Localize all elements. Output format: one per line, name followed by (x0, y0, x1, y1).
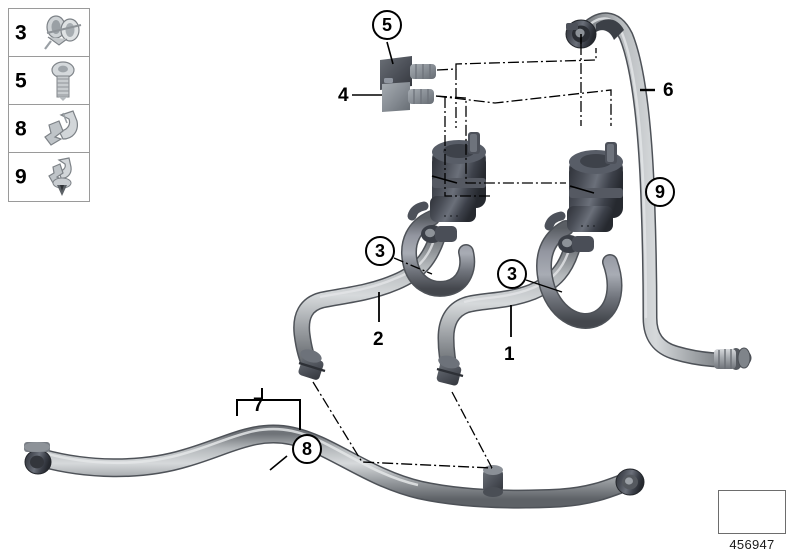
legend-item-5[interactable]: 5 (9, 57, 89, 105)
callout-9[interactable]: 9 (645, 177, 675, 207)
hose-end-fitting-6 (714, 347, 751, 370)
legend-number-9: 9 (15, 165, 27, 189)
bracket-upper-5 (380, 56, 436, 90)
callout-3-right[interactable]: 3 (497, 259, 527, 289)
callout-8[interactable]: 8 (292, 434, 322, 464)
valve-loop-hose-right (536, 220, 623, 329)
callout-7[interactable]: 7 (253, 395, 264, 416)
callout-2[interactable]: 2 (373, 329, 384, 350)
bracket-7-span (236, 388, 301, 430)
hose-assembly-7 (24, 424, 645, 509)
leader-line-3-left (393, 257, 433, 275)
hose-mid-connector (483, 465, 503, 497)
hose-clamp-icon (44, 14, 82, 50)
callout-4[interactable]: 4 (338, 85, 349, 106)
pump-nipple-left (421, 225, 457, 243)
leader-line-3-right (525, 279, 563, 293)
hose-clamp-right (436, 355, 464, 386)
leader-line-8 (269, 455, 288, 471)
diagram-id-number: 456947 (729, 537, 775, 552)
legend-number-5: 5 (15, 69, 27, 92)
legend-item-3[interactable]: 3 (9, 9, 89, 57)
diagram-arrow-box (718, 490, 786, 534)
auxiliary-water-pump-right (544, 142, 623, 253)
callout-1[interactable]: 1 (504, 344, 515, 365)
pump-nipple-right (558, 235, 594, 253)
clip-with-push-pin-icon (48, 157, 72, 196)
hose-retaining-clip-icon (44, 109, 78, 146)
pan-head-screw-icon (51, 60, 75, 101)
legend-number-8: 8 (15, 117, 27, 140)
legend-item-9[interactable]: 9 (9, 153, 89, 201)
callout-3-left[interactable]: 3 (365, 236, 395, 266)
legend-item-8[interactable]: 8 (9, 105, 89, 153)
parts-legend: 3 5 8 (8, 8, 90, 202)
callout-6[interactable]: 6 (663, 80, 674, 101)
callout-5[interactable]: 5 (372, 10, 402, 40)
hose-clamp-left (298, 349, 326, 380)
bracket-lower-4 (382, 82, 434, 112)
valve-loop-hose-left (401, 210, 476, 297)
legend-number-3: 3 (15, 21, 27, 44)
leader-lines-lower (312, 381, 493, 469)
leader-lines-upper (435, 44, 612, 197)
hose-end-connector-right (615, 468, 645, 496)
hose-end-connector-left (24, 442, 52, 475)
leader-lines-solid-upper (352, 34, 595, 194)
